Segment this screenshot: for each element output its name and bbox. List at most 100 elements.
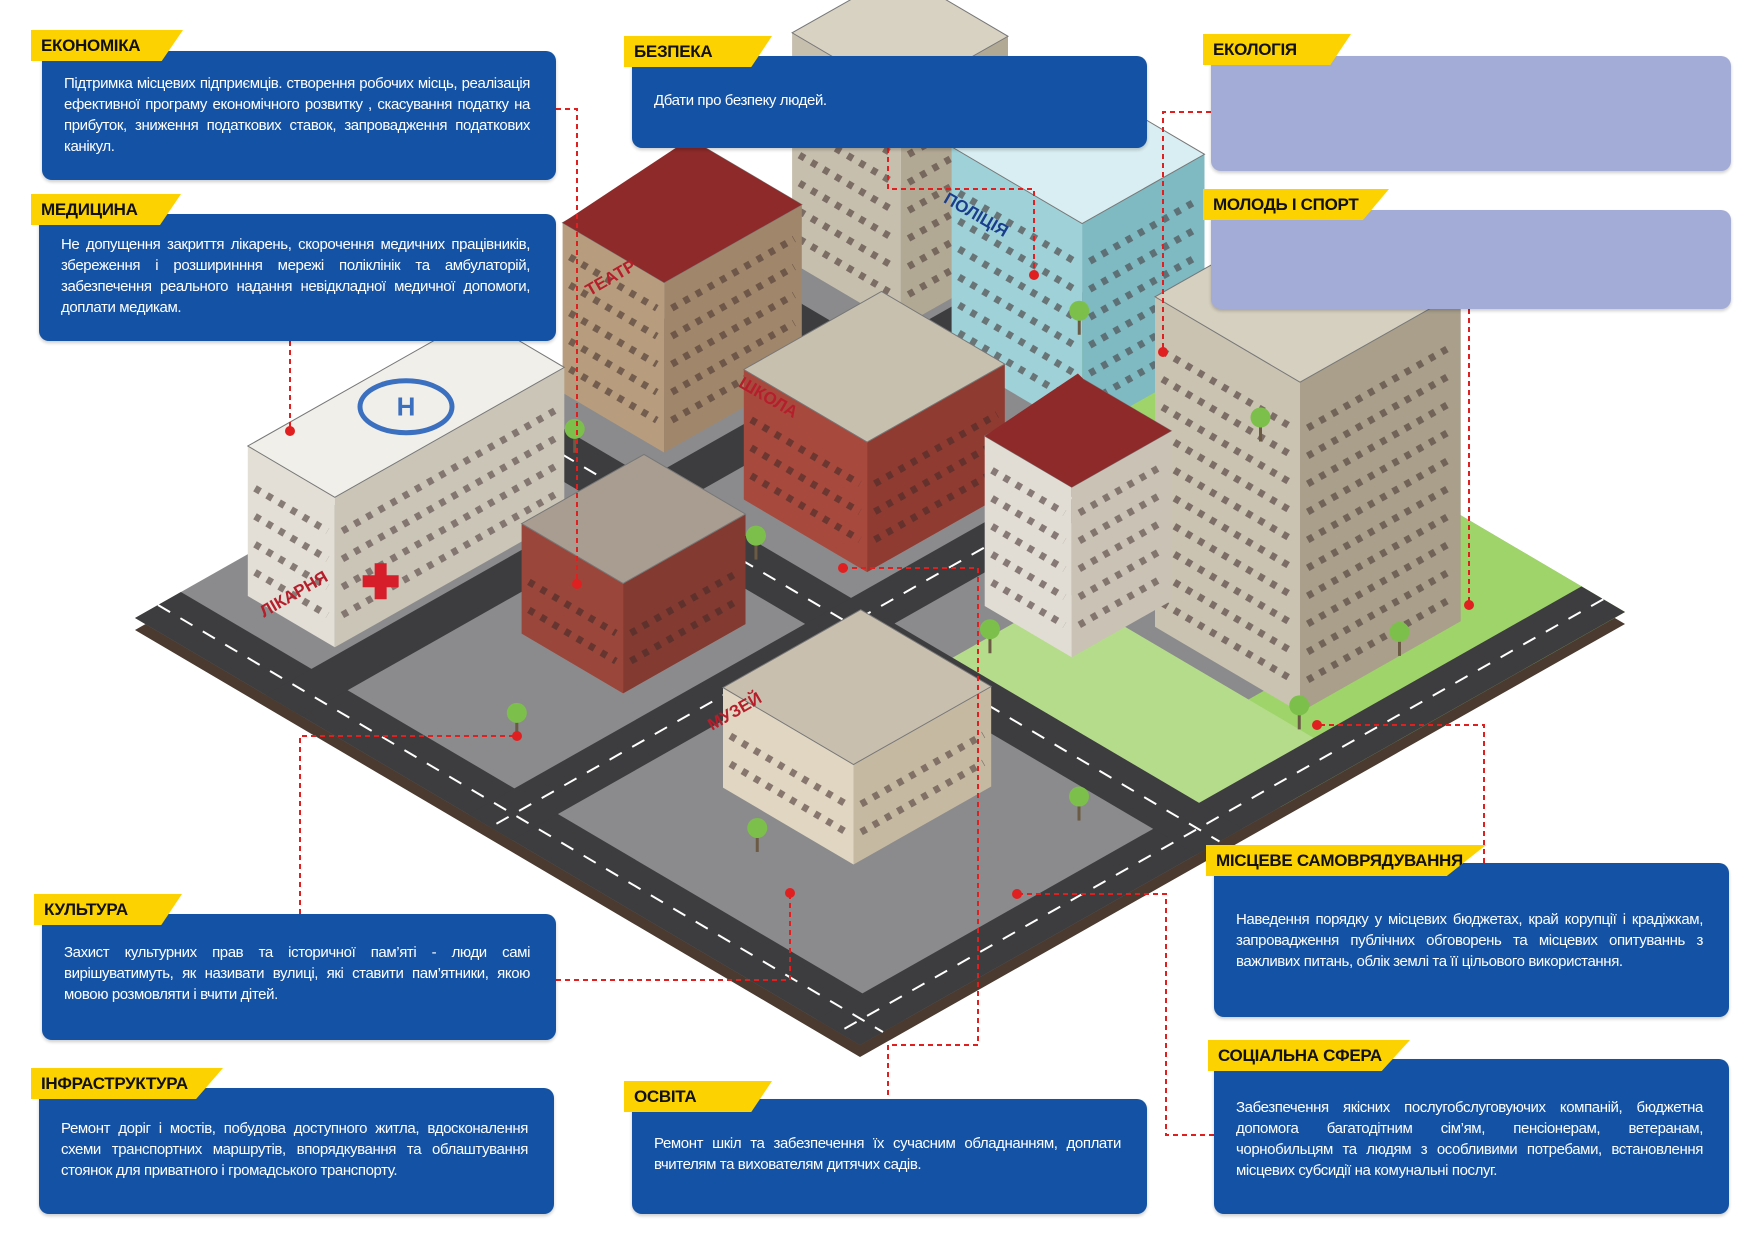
building-tower-windows (1160, 404, 1295, 487)
connector-dot (285, 426, 295, 436)
box-ecology (1211, 56, 1731, 171)
park-church (952, 592, 1321, 808)
building-hospital-windows (253, 485, 330, 535)
tag-economy: ЕКОНОМІКА (31, 30, 183, 61)
building-church-windows (990, 551, 1067, 601)
tree-icon (1250, 407, 1271, 428)
culture-title: КУЛЬТУРА (44, 900, 128, 919)
building-tower-windows (1160, 544, 1295, 627)
road-lane-marking (837, 598, 1604, 1034)
building-church-windows (1077, 574, 1166, 628)
connector-line (556, 893, 791, 981)
building-theatre-windows (568, 281, 659, 340)
local-government-title: МІСЦЕВЕ САМОВРЯДУВАННЯ (1216, 851, 1463, 870)
connector-dot (1312, 720, 1322, 730)
tag-culture: КУЛЬТУРА (34, 894, 182, 925)
building-theatre-windows (670, 263, 796, 340)
economy-text: Підтримка місцевих підприємців. створенн… (64, 75, 530, 155)
connector-line (556, 108, 578, 584)
building-theatre-windows (568, 365, 659, 424)
building-apartment-back-windows (797, 152, 896, 214)
tree-icon (1289, 695, 1310, 716)
building-tower-windows (1160, 488, 1295, 571)
local-government-text: Наведення порядку у місцевих бюджетах, к… (1236, 911, 1703, 970)
building-tower-windows (1160, 572, 1295, 655)
building-school-windows (873, 439, 999, 515)
building-hospital-windows (253, 541, 330, 591)
building-cafe-side-left (521, 523, 624, 694)
building-church-windows (1077, 462, 1166, 516)
connector-dot (1464, 600, 1474, 610)
tag-ecology: ЕКОЛОГІЯ (1203, 34, 1351, 65)
building-tower-windows (1160, 516, 1295, 599)
building-museum-windows (728, 732, 849, 808)
building-apartment-back-windows (797, 180, 896, 242)
box-culture: Захист культурних прав та історичної пам… (42, 914, 556, 1040)
tag-security: БЕЗПЕКА (624, 36, 772, 67)
building-police-windows (957, 273, 1077, 349)
connector-dot (1029, 270, 1039, 280)
building-tower-windows (1160, 600, 1295, 683)
building-museum (722, 609, 993, 865)
building-tower-windows (1160, 432, 1295, 515)
road-lane-marking (489, 393, 1256, 829)
building-school-windows (873, 467, 999, 543)
building-church-windows (990, 467, 1067, 517)
building-museum-side-left (723, 687, 854, 865)
building-tower-windows (1160, 460, 1295, 543)
building-museum-windows (728, 760, 849, 836)
connector-dot (1158, 347, 1168, 357)
building-church-side-left (984, 436, 1072, 658)
building-apartment-back-windows (797, 208, 896, 270)
building-museum-windows (859, 759, 986, 836)
infrastructure-title: ІНФРАСТРУКТУРА (41, 1074, 188, 1093)
helipad-icon (357, 378, 455, 436)
box-medicine: Не допущення закриття лікарень, скорочен… (39, 214, 556, 341)
building-tower-side-left (1155, 296, 1300, 713)
building-theatre-side-left (562, 222, 665, 453)
building-theatre-windows (670, 319, 796, 396)
building-church-windows (990, 495, 1067, 545)
connector-line (1317, 724, 1485, 863)
building-school-side-left (743, 369, 868, 573)
tree-icon (1069, 786, 1089, 807)
tag-education: ОСВІТА (624, 1081, 772, 1112)
building-theatre-windows (670, 235, 796, 312)
medicine-title: МЕДИЦИНА (41, 200, 138, 219)
theatre-roof (562, 143, 802, 283)
connector-dot (572, 579, 582, 589)
ecology-title: ЕКОЛОГІЯ (1213, 40, 1297, 59)
tag-local-government: МІСЦЕВЕ САМОВРЯДУВАННЯ (1206, 845, 1486, 876)
tree-icon (506, 702, 527, 723)
building-hospital-windows (253, 513, 330, 563)
box-economy: Підтримка місцевих підприємців. створенн… (42, 51, 556, 180)
building-church-side-right (1071, 430, 1172, 658)
tree-icon (745, 525, 766, 546)
connector-line (1162, 111, 1211, 352)
building-school-windows (873, 411, 999, 487)
tag-social: СОЦІАЛЬНА СФЕРА (1208, 1040, 1410, 1071)
building-church-windows (990, 523, 1067, 573)
building-police-windows (957, 217, 1077, 293)
building-museum-windows (859, 731, 986, 808)
tag-infrastructure: ІНФРАСТРУКТУРА (31, 1068, 223, 1099)
building-police-windows (1088, 225, 1199, 293)
education-title: ОСВІТА (634, 1087, 697, 1106)
box-education: Ремонт шкіл та забезпечення їх сучасним … (632, 1099, 1147, 1214)
building-hospital-windows (253, 569, 330, 619)
tree-icon (979, 619, 1000, 640)
red-cross-icon (362, 563, 399, 600)
building-police-windows (957, 245, 1077, 321)
box-social: Забезпечення якісних послугобслуговуючих… (1214, 1059, 1729, 1214)
building-cafe-windows (629, 597, 740, 665)
connector-dot (838, 563, 848, 573)
road-lane-marking (157, 604, 884, 1033)
social-title: СОЦІАЛЬНА СФЕРА (1218, 1046, 1382, 1065)
social-text: Забезпечення якісних послугобслуговуючих… (1236, 1099, 1703, 1179)
economy-title: ЕКОНОМІКА (41, 36, 141, 55)
building-cafe-windows (629, 569, 740, 637)
building-police-windows (957, 189, 1077, 265)
building-school-side-right (867, 364, 1005, 573)
building-church-windows (1077, 546, 1166, 600)
